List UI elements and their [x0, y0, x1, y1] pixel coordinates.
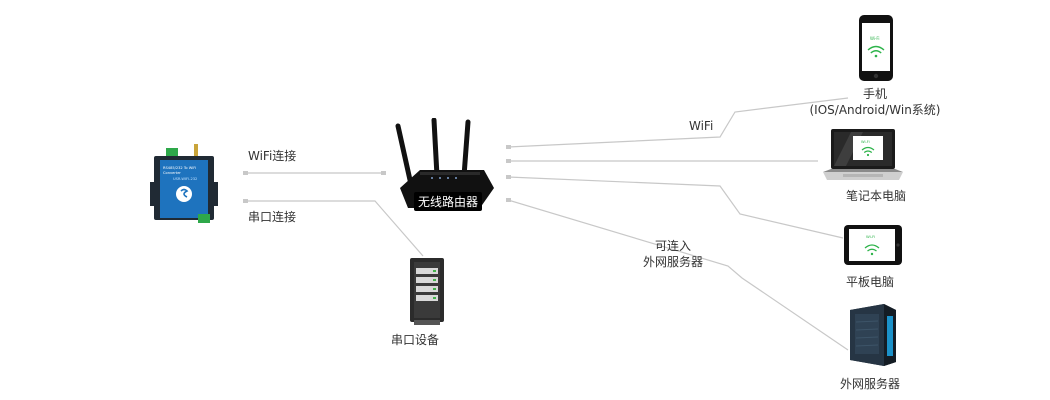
- server-link-line: [507, 199, 849, 351]
- converter-text-2: Converter: [163, 171, 181, 175]
- serial-link-label: 串口连接: [248, 210, 297, 224]
- laptop-label: 笔记本电脑: [846, 189, 907, 203]
- phone-os-label: (IOS/Android/Win系统): [809, 103, 941, 117]
- phone-link-line: [507, 97, 849, 148]
- wifi-label: WiFi: [689, 119, 714, 133]
- converter-antenna-icon: [194, 144, 198, 160]
- phone-screen-text: Wi-Fi: [870, 36, 880, 41]
- serial-device-label: 串口设备: [391, 333, 440, 347]
- phone-icon: Wi-Fi: [859, 15, 893, 81]
- wifi-icon: [864, 244, 880, 252]
- tablet-screen-text: Wi-Fi: [866, 234, 875, 239]
- router-label: 无线路由器: [414, 192, 483, 211]
- wifi-link-label: WiFi连接: [248, 149, 297, 163]
- internet-label-line1: 可连入: [654, 239, 691, 253]
- serial-device-icon: [410, 258, 444, 325]
- tablet-link-line: [507, 176, 844, 239]
- internet-label-block: 可连入 外网服务器: [630, 238, 716, 270]
- external-server-icon: [850, 304, 896, 366]
- serial-wifi-converter: RS485/232 To WiFi Converter USR-WIFI-232: [150, 144, 218, 223]
- internet-label-line2: 外网服务器: [642, 255, 703, 269]
- phone-label: 手机: [862, 87, 887, 101]
- wifi-icon: [867, 45, 885, 54]
- laptop-screen-text: Wi-Fi: [861, 140, 870, 144]
- wifi-icon: [861, 146, 875, 153]
- server-label: 外网服务器: [840, 377, 901, 391]
- phone-label-block: 手机 (IOS/Android/Win系统): [800, 86, 950, 118]
- converter-text-3: USR-WIFI-232: [173, 177, 197, 181]
- serial-link-line: [245, 200, 424, 257]
- tablet-label: 平板电脑: [846, 275, 895, 289]
- tablet-icon: Wi-Fi: [844, 225, 902, 265]
- laptop-icon: Wi-Fi: [823, 129, 903, 180]
- converter-text-1: RS485/232 To WiFi: [163, 166, 196, 170]
